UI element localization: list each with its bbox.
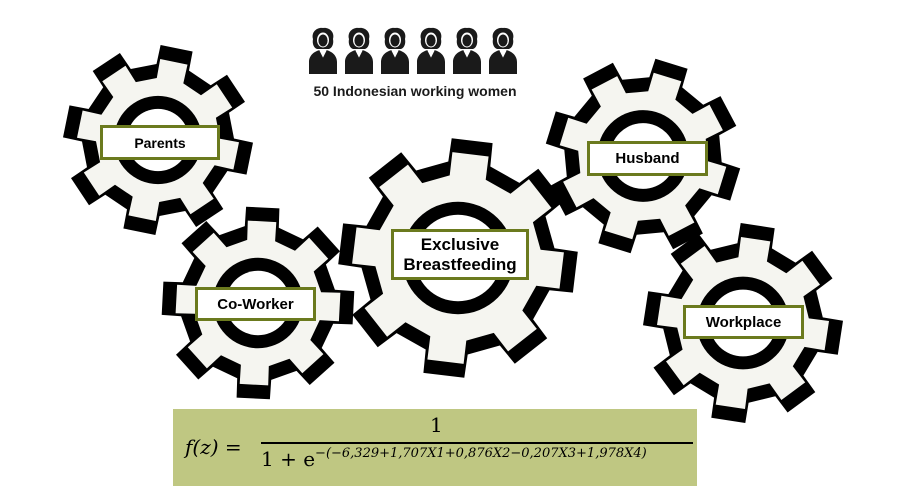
woman-icon: [381, 27, 409, 74]
parents-label-text: Parents: [134, 134, 186, 151]
coworker-label: Co-Worker: [195, 287, 316, 321]
formula-denominator: 1 + e−(−6,329+1,707X1+0,876X2−0,207X3+1,…: [261, 446, 647, 471]
formula-exponent: −(−6,329+1,707X1+0,876X2−0,207X3+1,978X4…: [315, 446, 647, 461]
parents-label: Parents: [100, 125, 220, 160]
formula-numerator: 1: [430, 413, 443, 437]
logistic-formula-box: f(z) = 1 1 + e−(−6,329+1,707X1+0,876X2−0…: [173, 409, 697, 486]
exclusive-breastfeeding-label: Exclusive Breastfeeding: [391, 229, 529, 280]
formula-lhs: f(z) =: [185, 435, 242, 459]
workplace-label: Workplace: [683, 305, 804, 339]
husband-label: Husband: [587, 141, 708, 176]
woman-icon: [417, 27, 445, 74]
center-label-line1: Exclusive: [420, 234, 500, 254]
coworker-label-text: Co-Worker: [217, 295, 294, 313]
formula-denominator-base: 1 + e: [261, 447, 316, 471]
population-caption: 50 Indonesian working women: [313, 83, 517, 99]
woman-icon: [453, 27, 481, 74]
woman-icon: [309, 27, 337, 74]
husband-label-text: Husband: [615, 150, 680, 167]
logistic-formula: f(z) = 1 1 + e−(−6,329+1,707X1+0,876X2−0…: [173, 409, 697, 486]
woman-icon: [345, 27, 373, 74]
women-icon-row: [309, 27, 517, 74]
workplace-label-text: Workplace: [705, 313, 782, 331]
woman-icon: [489, 27, 517, 74]
fraction-bar: [261, 442, 693, 444]
center-label-line2: Breastfeeding: [403, 254, 517, 274]
